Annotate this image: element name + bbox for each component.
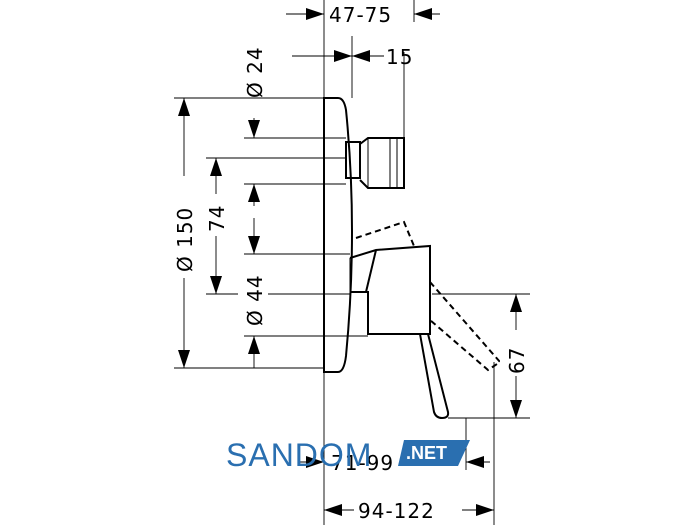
watermark-suffix: .NET — [406, 443, 447, 463]
dim-label-top-depth: 47-75 — [329, 3, 392, 27]
dim-label-diameter-handle: Ø 44 — [243, 274, 267, 326]
dimension-lever-height: 67 — [500, 294, 530, 418]
dimension-top-offset: 15 — [292, 45, 413, 69]
extension-lines — [174, 0, 530, 525]
outlet-stub — [345, 137, 405, 189]
watermark-brand: SANDOM — [226, 437, 372, 473]
product-outline — [323, 97, 502, 420]
lever — [419, 333, 450, 420]
dim-label-total-projection: 94-122 — [358, 499, 435, 523]
dim-label-diameter-outlet: Ø 24 — [243, 46, 267, 98]
dim-label-spacing: 74 — [205, 205, 229, 232]
dim-label-top-offset: 15 — [386, 45, 413, 69]
wall-plate — [323, 97, 353, 373]
alt-lever-position — [355, 220, 502, 372]
dimension-lever-projection: 71-99 — [300, 451, 490, 475]
dimension-diameter-plate: Ø 150 — [168, 98, 198, 368]
handle-body — [349, 244, 431, 335]
dimension-total-projection: 94-122 — [324, 499, 494, 523]
dimension-spacing: 74 — [200, 158, 230, 294]
dim-label-lever-projection: 71-99 — [331, 451, 394, 475]
watermark-logo: SANDOM .NET — [226, 437, 470, 473]
dimension-diameter-outlet: Ø 24 — [243, 46, 267, 206]
dimension-diameter-handle: Ø 44 — [238, 218, 268, 368]
dimension-top-depth: 47-75 — [286, 3, 440, 27]
dim-label-diameter-plate: Ø 150 — [173, 207, 197, 272]
dim-label-lever-height: 67 — [505, 347, 529, 374]
watermark-badge — [398, 440, 470, 466]
